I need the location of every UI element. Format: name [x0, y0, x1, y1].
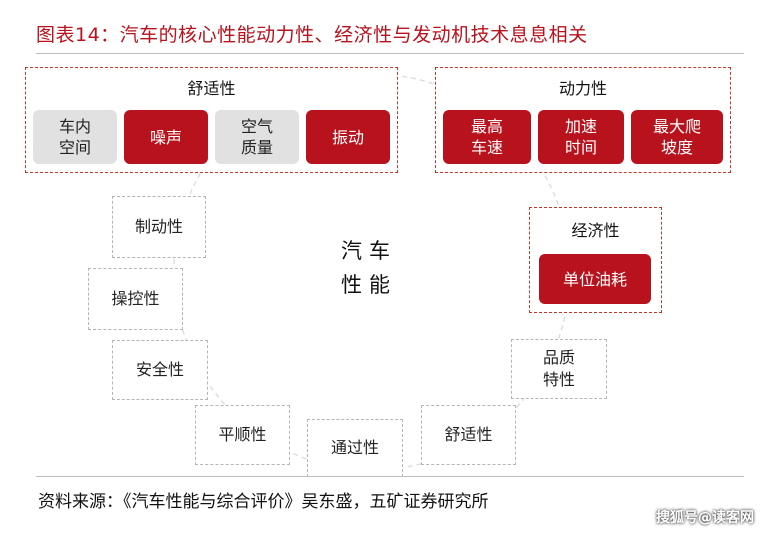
center-label: 汽车 性能	[341, 239, 397, 297]
ring-item-quality-label: 品质 特性	[542, 348, 575, 389]
power-item-acceleration-time: 加速 时间	[538, 110, 624, 164]
power-group-label: 动力性	[558, 79, 607, 98]
ring-item-handling-label: 操控性	[111, 289, 160, 308]
economy-group: 经济性 单位油耗	[529, 207, 662, 313]
comfort-item-noise: 噪声	[124, 110, 208, 164]
ring-item-passability: 通过性	[307, 419, 403, 477]
comfort-item-cabin-space: 车内 空间	[33, 110, 117, 164]
comfort-item-air-quality: 空气 质量	[215, 110, 299, 164]
ring-item-ride-smoothness: 平顺性	[195, 405, 290, 465]
power-item-top-speed: 最高 车速	[443, 110, 531, 164]
source-note: 资料来源：《汽车性能与综合评价》吴东盛，五矿证券研究所	[38, 492, 489, 512]
ring-item-quality: 品质 特性	[511, 339, 607, 399]
ring-item-comfort-label: 舒适性	[444, 425, 493, 444]
title-rule	[36, 53, 744, 54]
figure-title: 图表14：汽车的核心性能动力性、经济性与发动机技术息息相关	[36, 24, 588, 46]
ring-item-braking-label: 制动性	[134, 217, 183, 236]
watermark: 搜狐号@读客网	[656, 510, 754, 526]
comfort-group-label: 舒适性	[187, 79, 236, 98]
ring-item-ride-smoothness-label: 平顺性	[218, 425, 267, 444]
power-item-max-gradeability: 最大爬 坡度	[631, 110, 723, 164]
economy-item-fuel-consumption: 单位油耗	[539, 254, 651, 304]
comfort-group: 舒适性 车内 空间 噪声 空气 质量 振动	[25, 67, 398, 173]
ring-item-safety: 安全性	[112, 340, 208, 400]
ring-item-comfort: 舒适性	[421, 405, 516, 465]
ring-item-passability-label: 通过性	[330, 438, 379, 457]
ring-item-braking: 制动性	[112, 196, 206, 258]
comfort-item-vibration: 振动	[306, 110, 390, 164]
source-rule	[36, 476, 744, 477]
ring-item-handling: 操控性	[88, 268, 183, 330]
power-group: 动力性 最高 车速 加速 时间 最大爬 坡度	[435, 67, 731, 173]
ring-item-safety-label: 安全性	[135, 360, 184, 379]
economy-group-label: 经济性	[571, 221, 620, 240]
